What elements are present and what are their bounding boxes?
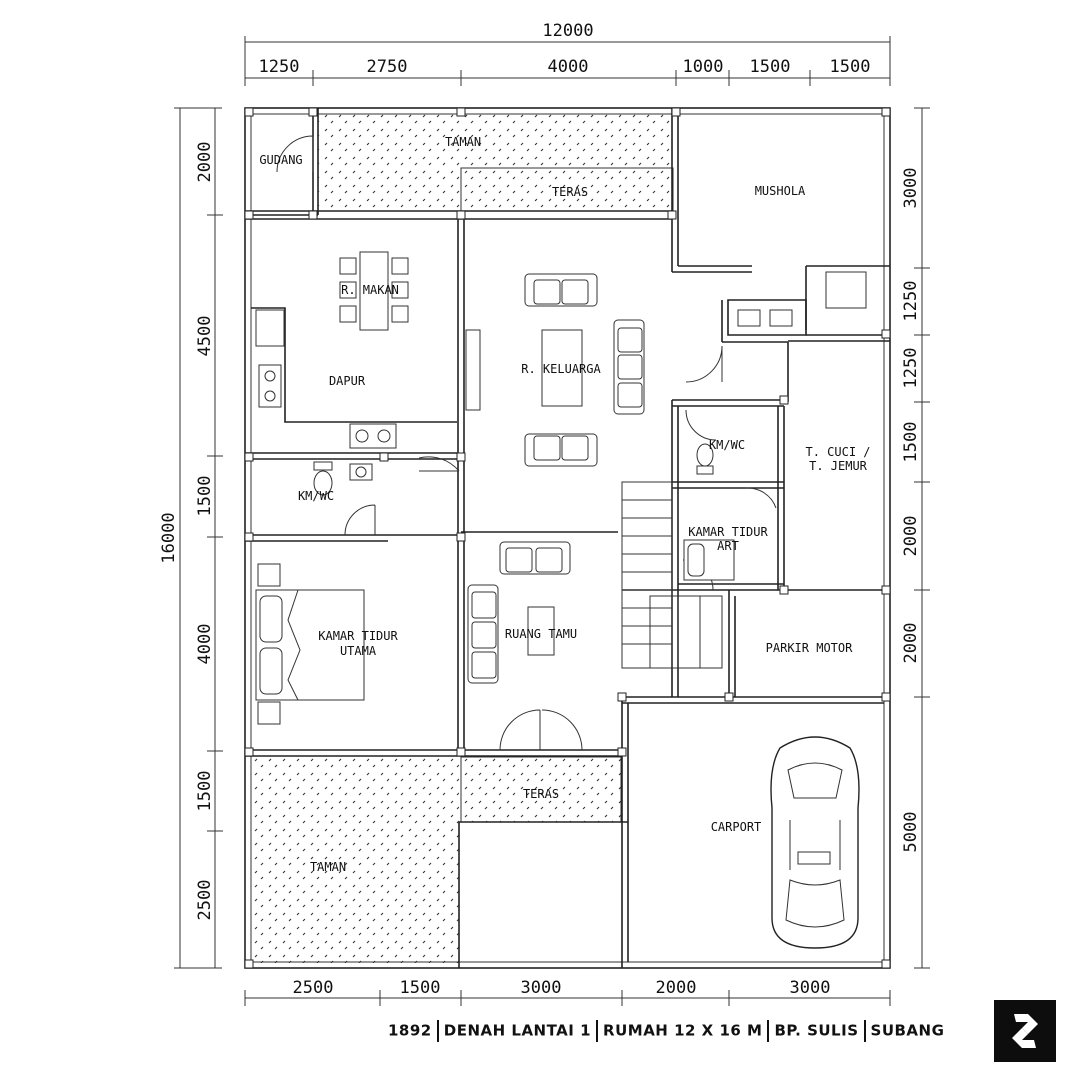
- car-icon: [770, 736, 860, 949]
- dim-left-5: 1500: [195, 771, 215, 812]
- label-t-cuci: T. CUCI /: [805, 445, 870, 459]
- dim-bottom-4: 2000: [656, 978, 697, 998]
- dim-top-1: 1250: [259, 57, 300, 77]
- dim-bottom-2: 1500: [400, 978, 441, 998]
- label-kamar-utama-1: KAMAR TIDUR: [318, 629, 398, 643]
- label-ruang-tamu: RUANG TAMU: [505, 627, 577, 641]
- label-t-jemur: T. JEMUR: [809, 459, 868, 473]
- label-kmwc-right: KM/WC: [709, 438, 745, 452]
- toilet-icon: [313, 443, 714, 496]
- dim-left-6: 2500: [195, 880, 215, 921]
- caption-owner: BP. SULIS: [774, 1021, 859, 1040]
- stairs: [621, 481, 723, 669]
- dim-left-4: 4000: [195, 624, 215, 665]
- dim-right-3: 1250: [901, 348, 921, 389]
- dim-bottom-1: 2500: [293, 978, 334, 998]
- label-teras-top: TERAS: [552, 185, 588, 199]
- dim-right-1: 3000: [901, 168, 921, 209]
- dim-bottom-3: 3000: [521, 978, 562, 998]
- dim-right-2: 1250: [901, 281, 921, 322]
- label-kamar-art-2: ART: [717, 539, 739, 553]
- column-markers: [244, 107, 891, 969]
- guest-sofa-icon: [467, 541, 571, 684]
- caption-house: RUMAH 12 X 16 M: [603, 1021, 763, 1040]
- label-r-keluarga: R. KELUARGA: [521, 362, 601, 376]
- dining-table-icon: [339, 251, 409, 331]
- dim-right-5: 2000: [901, 516, 921, 557]
- caption-title: DENAH LANTAI 1: [443, 1021, 592, 1040]
- label-gudang: GUDANG: [259, 153, 302, 167]
- dim-right-4: 1500: [901, 422, 921, 463]
- dim-top-4: 1000: [683, 57, 724, 77]
- dim-right-7: 5000: [901, 812, 921, 853]
- stove-icon: [349, 423, 397, 449]
- dim-left-1: 2000: [195, 142, 215, 183]
- dim-top-total: 12000: [542, 21, 593, 41]
- label-kamar-utama-2: UTAMA: [340, 644, 377, 658]
- dim-left-total: 16000: [159, 512, 179, 563]
- label-parkir-motor: PARKIR MOTOR: [766, 641, 853, 655]
- tv-icon: [465, 329, 481, 411]
- fridge-icon: [255, 309, 285, 347]
- sofa-set-icon: [524, 273, 645, 467]
- label-taman-top: TAMAN: [445, 135, 481, 149]
- washing-machine-icon: [825, 271, 867, 309]
- dim-top-3: 4000: [548, 57, 589, 77]
- label-taman-bottom: TAMAN: [310, 860, 346, 874]
- caption-code: 1892: [388, 1021, 432, 1040]
- label-r-makan: R. MAKAN: [341, 283, 399, 297]
- dim-left-3: 1500: [195, 476, 215, 517]
- brand-logo-icon: [994, 1000, 1056, 1062]
- dim-top-2: 2750: [367, 57, 408, 77]
- label-carport: CARPORT: [711, 820, 762, 834]
- caption-city: SUBANG: [870, 1021, 945, 1040]
- garden-hatch: [253, 114, 674, 963]
- label-dapur: DAPUR: [329, 374, 366, 388]
- dim-right-6: 2000: [901, 623, 921, 664]
- label-kamar-art-1: KAMAR TIDUR: [688, 525, 768, 539]
- washbasin-icon: [349, 309, 793, 481]
- label-kmwc-left: KM/WC: [298, 489, 334, 503]
- dim-left-2: 4500: [195, 316, 215, 357]
- dim-bottom-5: 3000: [790, 978, 831, 998]
- kitchen-sink-icon: [258, 364, 282, 408]
- art-bed-icon: [683, 539, 735, 581]
- plan-caption: 1892 DENAH LANTAI 1 RUMAH 12 X 16 M BP. SUL…: [388, 1020, 944, 1042]
- label-mushola: MUSHOLA: [755, 184, 806, 198]
- dimension-lines: [174, 36, 930, 1006]
- dim-top-6: 1500: [830, 57, 871, 77]
- label-teras-bottom: TERAS: [523, 787, 559, 801]
- bed-icon: [255, 563, 365, 725]
- dim-top-5: 1500: [750, 57, 791, 77]
